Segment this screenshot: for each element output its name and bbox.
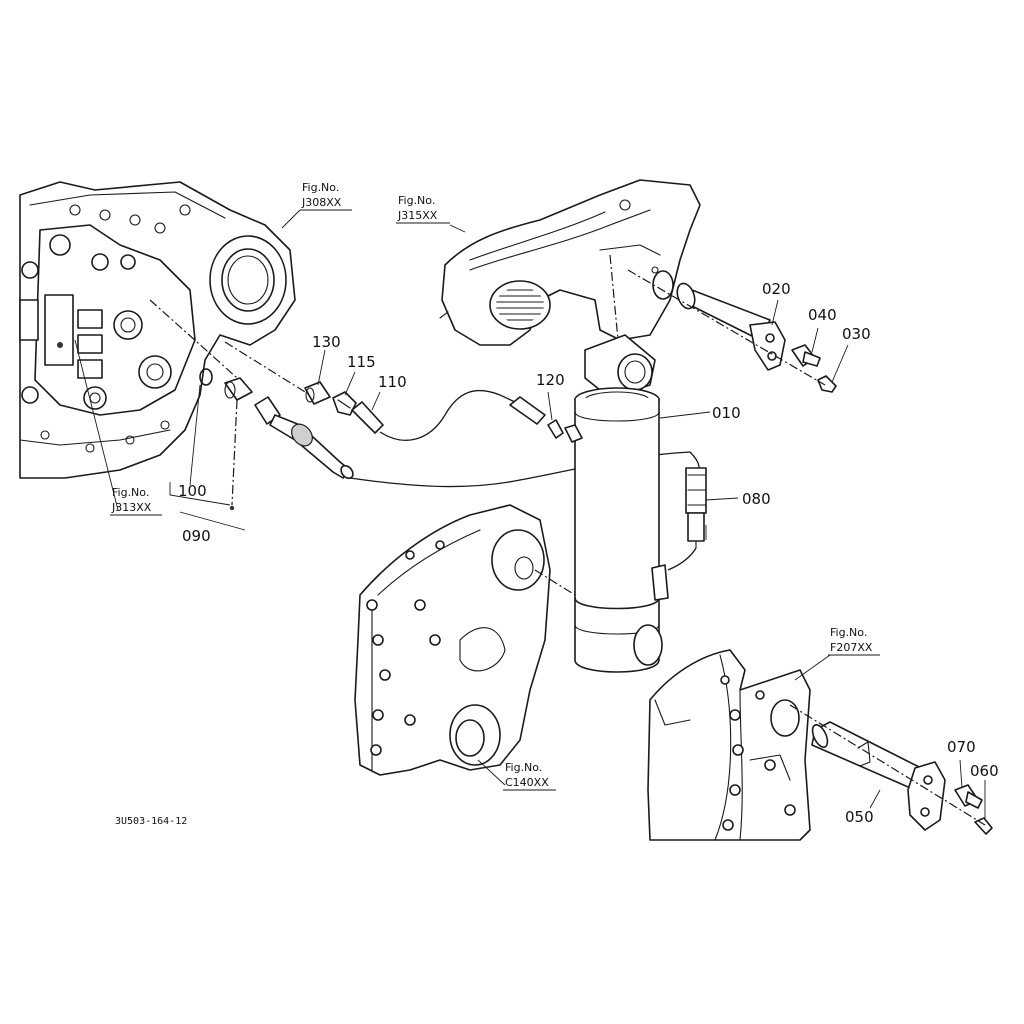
- o-ring-100: [199, 368, 213, 386]
- fig-ref-code: J315XX: [397, 209, 438, 222]
- part-label-010[interactable]: 010: [712, 404, 741, 422]
- fig-ref-code: F207XX: [830, 641, 873, 654]
- part-label-100[interactable]: 100: [178, 482, 207, 500]
- lift-cylinder-010: [564, 334, 669, 673]
- part-label-090[interactable]: 090: [182, 527, 211, 545]
- fig-ref-code: J308XX: [301, 196, 342, 209]
- lubricator-030: [817, 375, 837, 393]
- lift-arm: [439, 179, 701, 346]
- pin-centerline: [627, 269, 826, 386]
- lubricator-060: [974, 817, 993, 835]
- part-label-040[interactable]: 040: [808, 306, 837, 324]
- axle-bracket-left: [354, 504, 551, 776]
- fitting-130: [304, 381, 331, 405]
- bolt-040: [791, 344, 821, 367]
- protector-110: [351, 401, 384, 434]
- part-label-115[interactable]: 115: [347, 353, 376, 371]
- sensor-cable: [667, 547, 697, 571]
- part-labels: 010 020 030 040 050 060 070 080 090 100 …: [178, 280, 999, 826]
- adaptor-fitting: [224, 377, 253, 401]
- part-label-080[interactable]: 080: [742, 490, 771, 508]
- fig-ref-j315[interactable]: Fig.No. J315XX: [396, 194, 450, 224]
- position-sensor-080: [685, 467, 707, 549]
- right-pin-centerline: [789, 704, 986, 826]
- bracket-centerline: [534, 569, 576, 596]
- part-label-060[interactable]: 060: [970, 762, 999, 780]
- protector-hose: [509, 396, 546, 425]
- part-label-050[interactable]: 050: [845, 808, 874, 826]
- fig-ref-j313[interactable]: Fig.No. J313XX: [110, 486, 162, 516]
- part-label-120[interactable]: 120: [536, 371, 565, 389]
- cylinder-centerline: [609, 254, 619, 341]
- part-label-070[interactable]: 070: [947, 738, 976, 756]
- fitting-120: [547, 419, 564, 439]
- fig-ref-caption: Fig.No.: [830, 626, 867, 639]
- pin-050: [811, 721, 946, 831]
- fig-ref-code: J313XX: [111, 501, 152, 514]
- hose-line-upper: [379, 389, 516, 441]
- valve-housing-assembly: [19, 181, 296, 479]
- leader-lines: [74, 209, 986, 820]
- fig-ref-f207[interactable]: Fig.No. F207XX: [828, 626, 880, 656]
- fig-ref-code: C140XX: [505, 776, 549, 789]
- pin-020: [676, 282, 786, 371]
- fig-ref-caption: Fig.No.: [398, 194, 435, 207]
- part-label-110[interactable]: 110: [378, 373, 407, 391]
- hose-assembly-090: [254, 396, 354, 480]
- fig-ref-j308[interactable]: Fig.No. J308XX: [300, 181, 352, 211]
- fig-ref-caption: Fig.No.: [302, 181, 339, 194]
- drawing-code: 3U503-164-12: [115, 816, 187, 827]
- part-label-020[interactable]: 020: [762, 280, 791, 298]
- assembly-centerline: [149, 299, 246, 386]
- fig-ref-caption: Fig.No.: [112, 486, 149, 499]
- part-label-130[interactable]: 130: [312, 333, 341, 351]
- axle-bracket-right: [647, 649, 811, 841]
- part-label-030[interactable]: 030: [842, 325, 871, 343]
- hose-centerline: [231, 399, 238, 506]
- fig-ref-c140[interactable]: Fig.No. C140XX: [503, 761, 556, 791]
- fig-ref-caption: Fig.No.: [505, 761, 542, 774]
- bolt-070: [954, 784, 983, 809]
